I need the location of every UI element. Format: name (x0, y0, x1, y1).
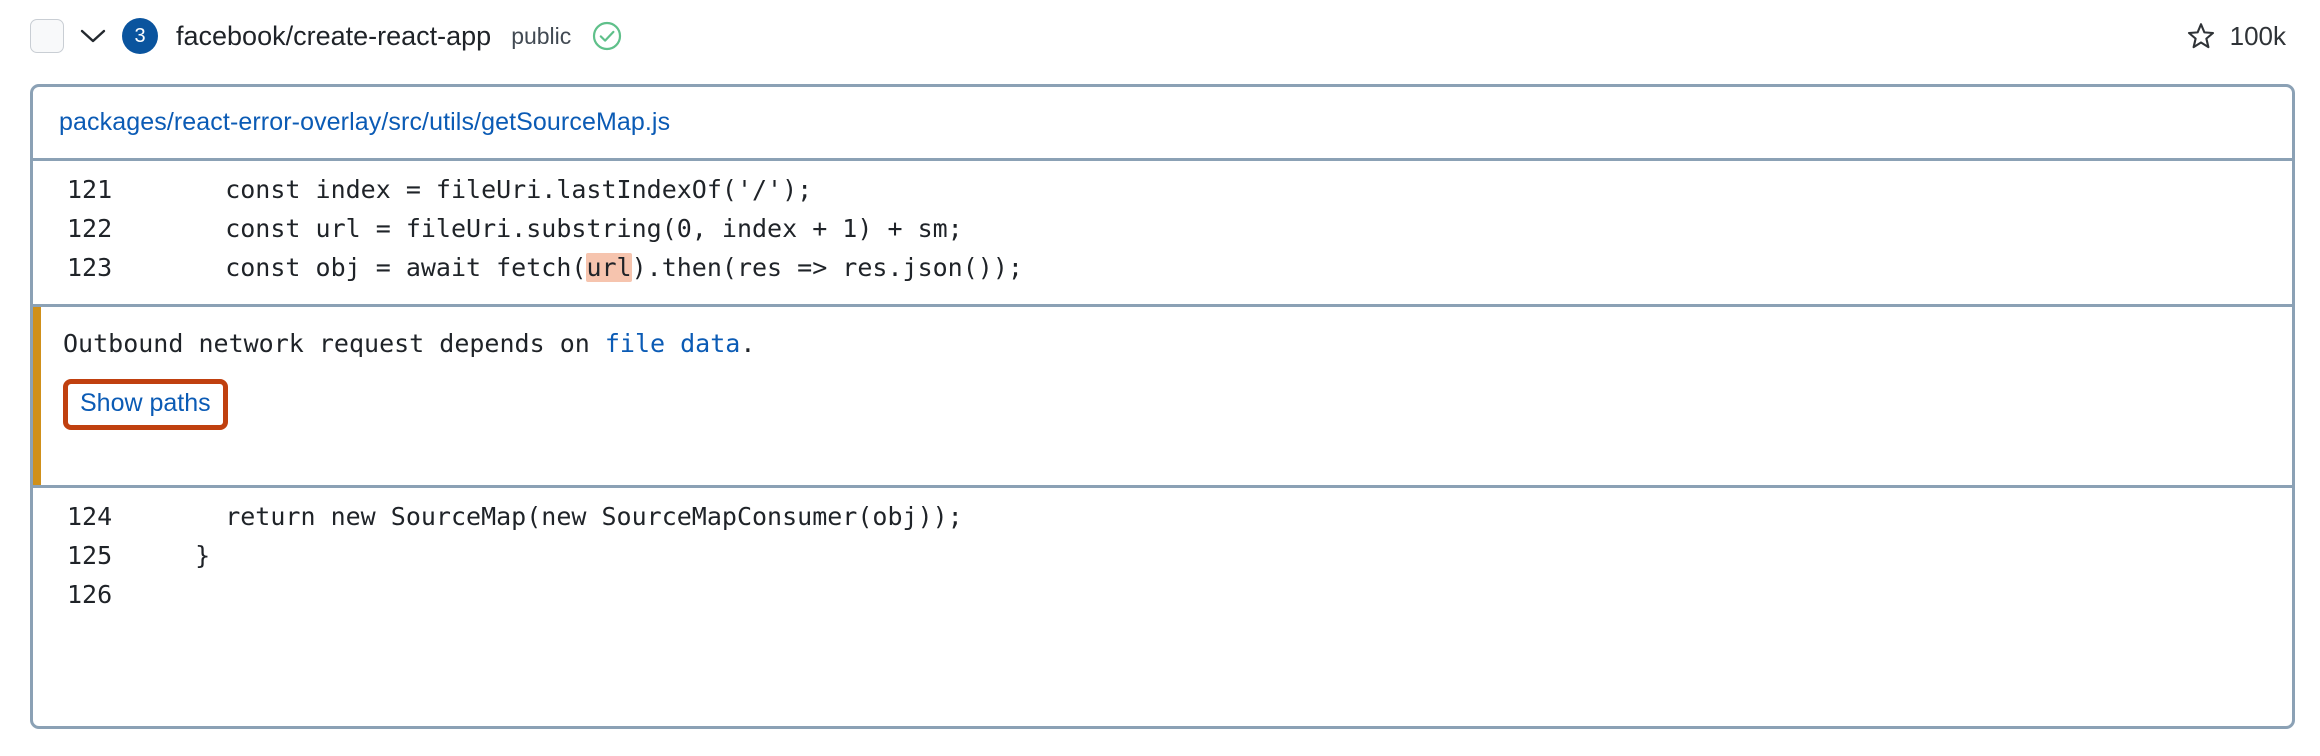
line-content: return new SourceMap(new SourceMapConsum… (125, 502, 963, 531)
line-number: 122 (67, 214, 113, 243)
file-path-link[interactable]: packages/react-error-overlay/src/utils/g… (33, 87, 2292, 161)
alert-count-badge: 3 (122, 18, 158, 54)
show-paths-button[interactable]: Show paths (63, 379, 228, 430)
repo-name-label[interactable]: facebook/create-react-app (176, 20, 492, 51)
highlighted-token: url (586, 253, 632, 282)
security-alert-row: Outbound network request depends on file… (33, 307, 2292, 485)
code-line: 125 } (33, 541, 2292, 580)
line-number: 121 (67, 175, 113, 204)
alert-message-prefix: Outbound network request depends on (63, 329, 605, 358)
code-text: } (165, 541, 211, 570)
line-content: const obj = await fetch(url).then(res =>… (125, 253, 1023, 282)
code-snippet-card: packages/react-error-overlay/src/utils/g… (30, 84, 2295, 729)
alert-accent-bar (33, 307, 41, 485)
code-block-before: 121 const index = fileUri.lastIndexOf('/… (33, 161, 2292, 304)
code-line: 121 const index = fileUri.lastIndexOf('/… (33, 175, 2292, 214)
repo-header: 3 facebook/create-react-app public 100k (0, 0, 2320, 72)
select-all-checkbox[interactable] (30, 19, 64, 53)
repo-header-left: 3 facebook/create-react-app public (30, 18, 2186, 54)
code-text: ).then(res => res.json()); (631, 253, 1023, 282)
star-count-label: 100k (2229, 20, 2286, 51)
alert-body: Outbound network request depends on file… (41, 307, 2292, 485)
line-number: 125 (67, 541, 113, 570)
show-paths-wrap: Show paths (63, 379, 2292, 430)
line-number: 124 (67, 502, 113, 531)
line-content: const url = fileUri.substring(0, index +… (125, 214, 963, 243)
line-number: 123 (67, 253, 113, 282)
line-content: } (125, 541, 210, 570)
code-text: const url = fileUri.substring(0, index +… (165, 214, 963, 243)
code-block-after: 124 return new SourceMap(new SourceMapCo… (33, 488, 2292, 631)
chevron-down-icon[interactable] (70, 19, 116, 53)
line-number: 126 (67, 580, 113, 609)
star-outline-icon[interactable] (2186, 21, 2216, 51)
code-line: 122 const url = fileUri.substring(0, ind… (33, 214, 2292, 253)
code-line: 123 const obj = await fetch(url).then(re… (33, 253, 2292, 292)
repo-visibility-label: public (511, 22, 572, 49)
code-line: 126 (33, 580, 2292, 619)
code-text: return new SourceMap(new SourceMapConsum… (165, 502, 963, 531)
repo-header-right: 100k (2186, 21, 2286, 52)
divider (33, 304, 2292, 307)
line-content: const index = fileUri.lastIndexOf('/'); (125, 175, 812, 204)
check-circle-green-icon (591, 20, 623, 52)
code-text: const index = fileUri.lastIndexOf('/'); (165, 175, 813, 204)
code-text: const obj = await fetch( (165, 253, 587, 282)
alert-message-link[interactable]: file data (604, 329, 741, 358)
divider (33, 485, 2292, 488)
code-line: 124 return new SourceMap(new SourceMapCo… (33, 502, 2292, 541)
alert-message-suffix: . (740, 329, 756, 358)
alert-message: Outbound network request depends on file… (63, 329, 2292, 359)
